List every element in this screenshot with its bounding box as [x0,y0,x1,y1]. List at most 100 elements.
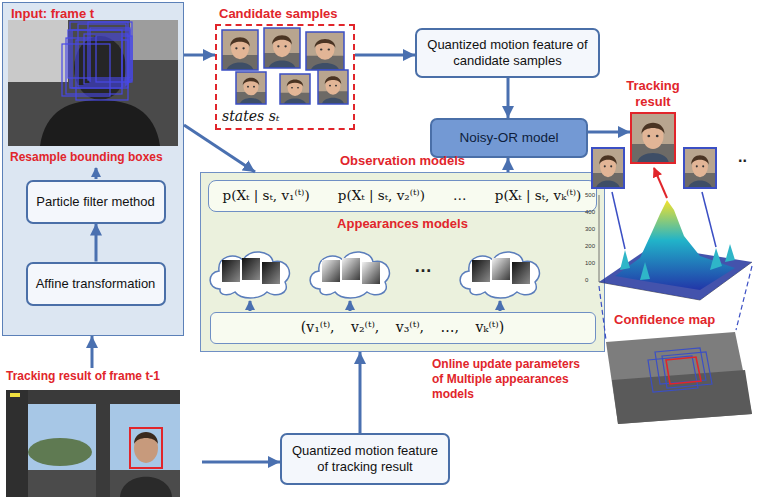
flow-arrow [95,224,98,262]
leader-line [612,192,625,249]
node-text: Observation models [340,152,465,169]
process-box: Affine transformation [26,262,166,306]
flow-arrow [95,168,98,179]
input-panel: Input: frame tParticle filter methodAffi… [2,2,184,336]
tracking-result-frame: Tracking result [630,112,676,164]
particle-box [70,22,128,88]
ellipsis: … [414,256,432,276]
flow-arrow [184,54,215,57]
flow-arrow [499,301,502,311]
previous-frame-block: Tracking result of frame t-1 [2,368,202,497]
face-thumbnail [592,148,624,188]
label-holder: 500 [585,192,595,199]
appearance-clouds [210,252,539,311]
result-box [666,357,701,384]
plot-title: Confidence map [614,311,715,328]
thumbnail-frame [222,30,258,70]
node-text: Candidate samples [219,5,338,22]
leader-line [654,168,667,198]
cloud [210,252,289,298]
projection-line [736,266,752,330]
thumbnail-frame [684,148,716,188]
process-box: Particle filter method [26,180,166,224]
label-holder: Online update parameters of Multiple app… [432,357,594,402]
confidence-spike [620,250,630,270]
axis-tick: 100 [585,260,595,267]
label-holder: 0 [585,277,588,284]
process-box: Quantized motion feature of tracking res… [280,433,450,485]
label-holder: 200 [585,243,595,250]
appearance-image [342,258,360,280]
node-text: (v₁⁽ᵗ⁾, v₂⁽ᵗ⁾, v₃⁽ᵗ⁾, …, vₖ⁽ᵗ⁾) [301,319,504,336]
axis-tick: 500 [585,192,595,199]
particle-box [78,24,126,86]
particle-box [84,34,128,84]
photo-beam [6,390,180,404]
particle-box [62,44,110,96]
node-text: Particle filter method [36,194,155,210]
particle-box [88,22,132,80]
flow-arrow [507,78,510,118]
candidate-thumbnails [222,28,348,104]
particle-box [76,40,128,100]
face-thumbnail [318,70,348,104]
node-subtext: Appearances models [337,215,468,232]
particle-box [96,36,132,82]
appearance-image [512,262,530,284]
label-holder: 400 [585,209,595,216]
cloud [460,252,539,298]
thumbnail-frame [236,72,266,104]
particle-boxes [62,22,132,100]
appearance-image [322,260,340,282]
face-thumbnail [236,72,266,104]
photo-tree [28,438,92,466]
node-subtext: p(Xₜ | sₜ, vₖ⁽ᵗ⁾) [495,187,582,204]
node-text: Quantized motion feature of candidate sa… [425,37,590,69]
confidence-peak [615,200,735,290]
person-head [74,36,126,100]
face-thumbnail [684,148,716,188]
node-subtext: p(Xₜ | sₜ, v₂⁽ᵗ⁾) [338,187,425,204]
confidence-surface-plot [599,168,752,424]
photo-ground [8,20,178,146]
frame-photo [612,370,752,424]
confidence-spike [725,244,735,262]
frame-photo [606,332,752,424]
axis-tick: 400 [585,209,595,216]
leader-line [702,192,716,247]
person-body [120,477,172,497]
tracking-result-photos [592,114,716,188]
flow-arrow [184,125,255,172]
plot-axis [700,262,752,300]
particle-box [66,38,122,94]
face-thumbnail [222,30,258,70]
hair [134,432,158,444]
flow-arrow [355,54,415,57]
photo-window [130,20,178,60]
person-silhouette [40,100,160,146]
photo-window [8,20,68,82]
appearance-image [242,258,260,280]
person-head [134,433,158,463]
particle-box [72,30,122,88]
face-thumbnail [632,114,674,162]
node-text: Affine transformation [36,276,156,292]
particle-box [68,30,130,78]
thumbnail-frame [306,32,344,70]
appearance-image [222,260,240,282]
face-thumbnail [306,32,344,70]
particle-box [655,348,706,384]
node-text: Noisy-OR model [459,130,558,146]
label-holder: .. [738,148,747,166]
thumbnail-frame [318,70,348,104]
node-text: p(Xₜ | sₜ, v₁⁽ᵗ⁾) [223,187,310,204]
frame-t-photo [8,20,178,146]
cloud [310,252,389,298]
node-subtext: states sₜ [222,108,279,125]
axis-tick: 0 [585,277,588,284]
axis-tick: 200 [585,243,595,250]
